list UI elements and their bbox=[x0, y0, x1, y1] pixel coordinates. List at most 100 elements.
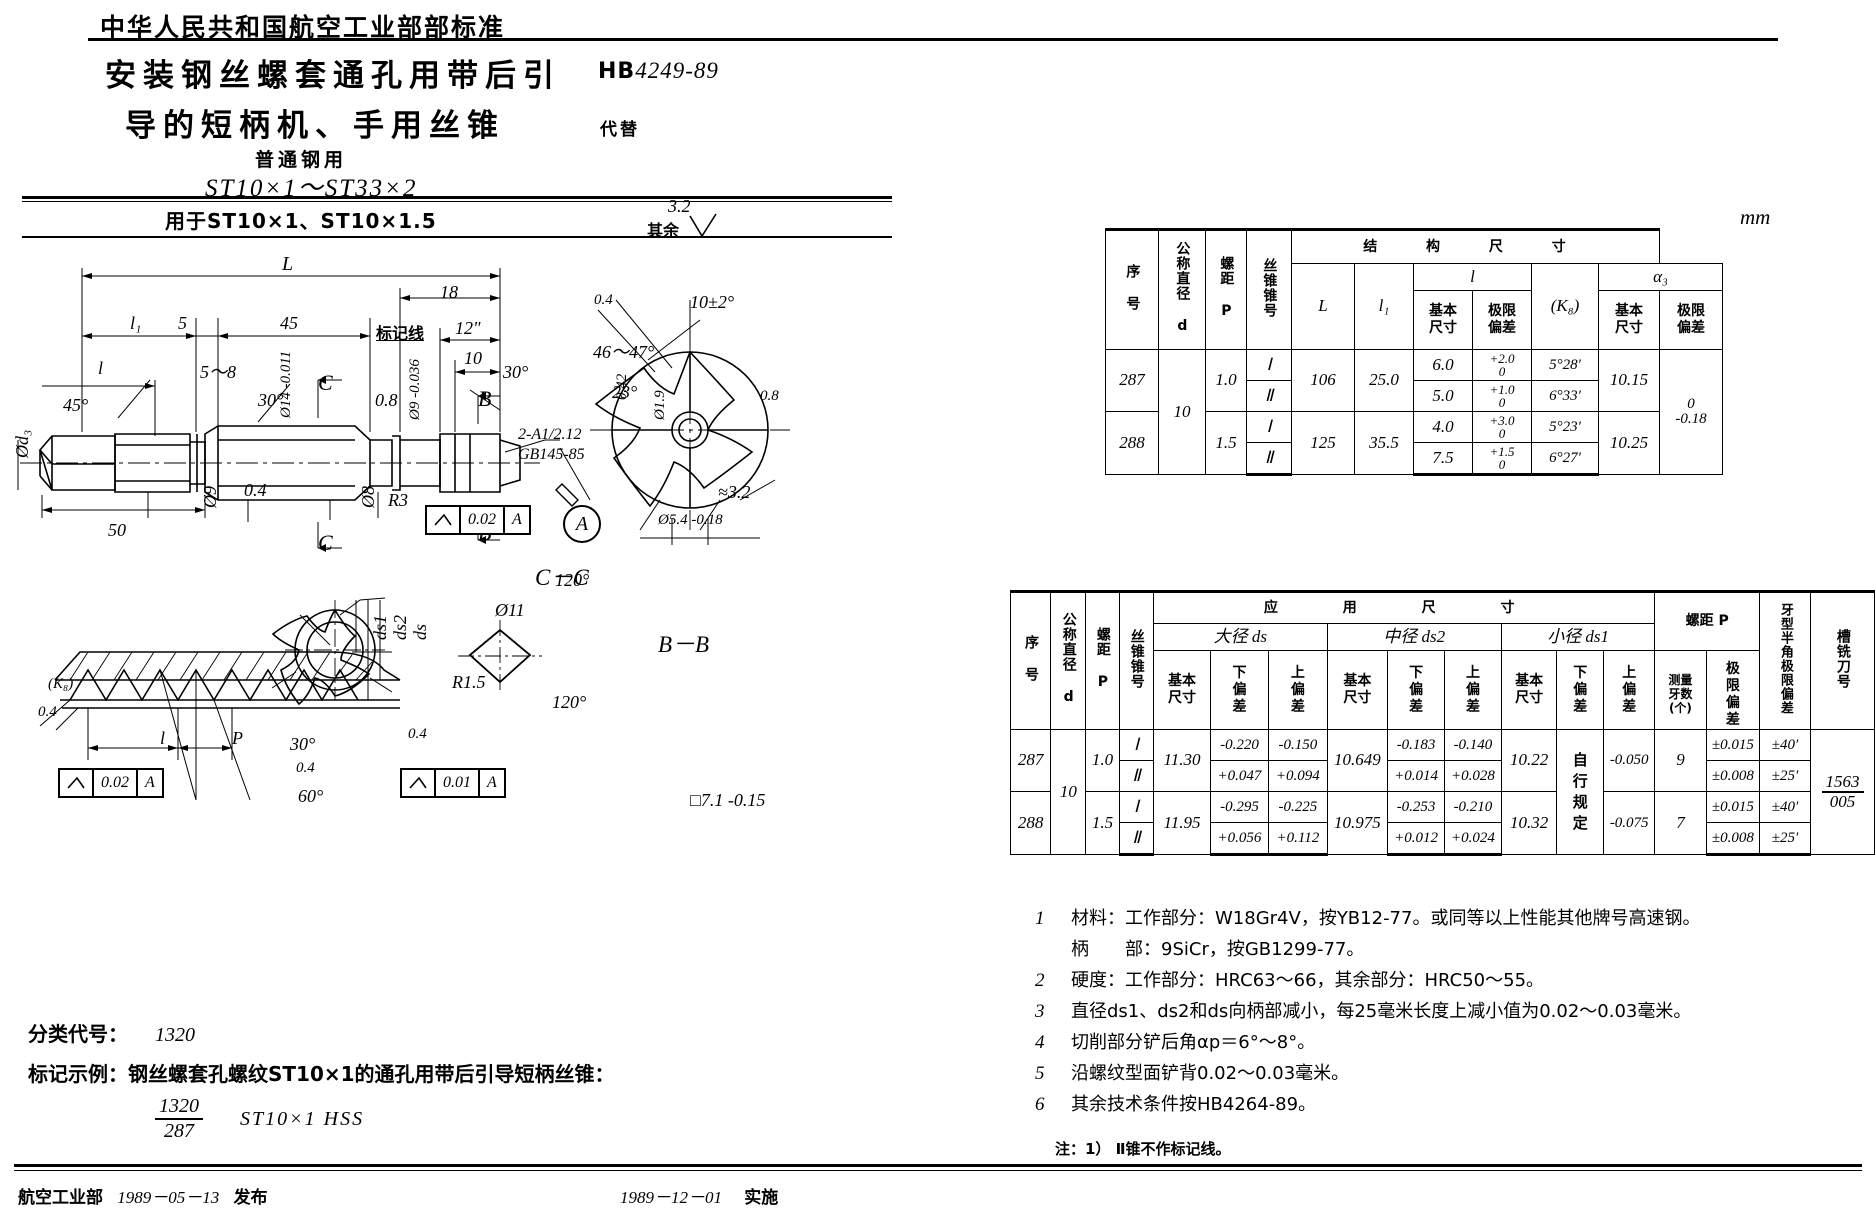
t1-r0-tap2: Ⅱ bbox=[1264, 385, 1274, 405]
thread-l: l bbox=[160, 728, 166, 748]
t2-ds1-lower: 自行规定 bbox=[1572, 751, 1588, 833]
detailA-dia-19: Ø1.9 bbox=[652, 390, 668, 420]
t1-r0-L1: 25.0 bbox=[1369, 370, 1399, 390]
section-CC-dia11: Ø11 bbox=[495, 600, 525, 620]
t1-h-dia: 公称直径 d bbox=[1174, 240, 1191, 335]
marking-example-text: 钢丝螺套孔螺纹ST10×1的通孔用带后引导短柄丝锥： bbox=[128, 1062, 615, 1086]
dim-10: 10 bbox=[464, 348, 482, 368]
header-rule-2b bbox=[22, 201, 892, 202]
note-text: 沿螺纹型面铲背0.02～0.03毫米。 bbox=[1071, 1063, 1350, 1084]
t1-h-L1: l₁ bbox=[1378, 296, 1390, 316]
radius-R3: R3 bbox=[388, 490, 408, 510]
note-item: 柄 部：9SiCr，按GB1299-77。 bbox=[1035, 934, 1700, 965]
t1-h-a3-limit: 极限偏差 bbox=[1677, 302, 1705, 337]
note-text: 直径ds1、ds2和ds向柄部减小，每25毫米长度上减小值为0.02～0.03毫… bbox=[1071, 1001, 1692, 1022]
thread-angle-30: 30° bbox=[290, 734, 316, 754]
t2-r0-dsl1: -0.220 bbox=[1220, 736, 1259, 753]
standard-number-prefix: HB bbox=[598, 59, 636, 84]
section-BB-title: B－B bbox=[658, 632, 710, 657]
note-text: 柄 部：9SiCr，按GB1299-77。 bbox=[1071, 939, 1365, 960]
dia-9: Ø9 bbox=[200, 486, 220, 508]
t1-r1-k2: 6°27′ bbox=[1549, 449, 1581, 466]
footer-rule-2 bbox=[14, 1170, 1862, 1171]
dim-l-small: l bbox=[98, 358, 104, 378]
t2-r1-pl1: ±0.015 bbox=[1711, 798, 1754, 815]
t1-r1-seq: 288 bbox=[1119, 432, 1145, 452]
t2-r0-ds1u: -0.050 bbox=[1609, 752, 1649, 769]
t2-h-ds-upper: 上偏差 bbox=[1290, 664, 1305, 715]
main-drawing-canvas bbox=[0, 200, 1000, 1000]
surface-finish-value: 3.2 bbox=[668, 196, 691, 216]
square-drive-note-line: GB145-85 bbox=[518, 446, 585, 463]
standard-number: HB4249-89 bbox=[598, 58, 719, 84]
section-mark-B-top: B bbox=[478, 386, 492, 411]
note-text: 材料：工作部分：W18Gr4V，按YB12-77。或同等以上性能其他牌号高速钢。 bbox=[1071, 908, 1701, 929]
thread-ra-04-mid: 0.4 bbox=[296, 760, 315, 776]
t2-r0-ds2b: 10.649 bbox=[1333, 750, 1381, 770]
classification-code-label: 分类代号： bbox=[28, 1022, 128, 1046]
t2-r0-ds2l1: -0.183 bbox=[1396, 736, 1436, 753]
surface-finish-note: 其余 bbox=[647, 221, 680, 240]
footer-issue-date: 1989－05－13 bbox=[117, 1188, 220, 1207]
dia-d3: Ød₃ bbox=[12, 429, 32, 458]
t2-r0-ds2u2: +0.028 bbox=[1451, 767, 1495, 784]
replaces-label: 代替 bbox=[600, 120, 640, 140]
fcf-thread-002: 0.02 A bbox=[58, 768, 164, 798]
t1-r0-k2: 6°33′ bbox=[1549, 387, 1581, 404]
t1-h-l-basic: 基本尺寸 bbox=[1429, 302, 1457, 337]
section-CC-r15: R1.5 bbox=[452, 672, 486, 692]
marking-example-label: 标记示例： bbox=[28, 1062, 128, 1086]
footer-left: 航空工业部 1989－05－13 发布 bbox=[18, 1183, 268, 1208]
t1-h-a3-basic: 基本尺寸 bbox=[1615, 302, 1643, 337]
note-number: 1 bbox=[1035, 908, 1045, 929]
dim-l1: l₁ bbox=[130, 313, 142, 333]
fcf-datum: A bbox=[487, 774, 497, 791]
square-drive-note-line: 2-A1/2.12 bbox=[518, 426, 582, 443]
t1-r0-tap1: Ⅰ bbox=[1266, 354, 1272, 374]
t2-r1-pl2: ±0.008 bbox=[1711, 829, 1754, 846]
applies-to: 用于ST10×1、ST10×1.5 bbox=[165, 209, 437, 233]
fcf-datum: A bbox=[512, 511, 522, 528]
header-top-rule bbox=[88, 38, 1778, 41]
t1-r1-a3b: 10.25 bbox=[1609, 432, 1649, 452]
roughness-08-main: 0.8 bbox=[375, 390, 398, 410]
fcf-value: 0.02 bbox=[94, 770, 138, 796]
header-rule-3 bbox=[22, 236, 892, 238]
t1-r0-seq: 287 bbox=[1119, 370, 1145, 390]
t1-r0-p: 1.0 bbox=[1215, 370, 1237, 390]
t2-r0-tap1: Ⅰ bbox=[1133, 734, 1139, 754]
t2-h-cutter: 槽铣刀号 bbox=[1834, 628, 1851, 689]
t2-h-ds1-upper: 上偏差 bbox=[1622, 664, 1637, 715]
t2-r1-ds2l1: -0.253 bbox=[1396, 798, 1436, 815]
table-row: 287 10 1.0 Ⅰ 11.30 -0.220 -0.150 10.649 … bbox=[1009, 729, 1875, 856]
t2-r0-ds2l2: +0.014 bbox=[1394, 767, 1438, 784]
detailA-angle-46-47: 46～47° bbox=[593, 342, 655, 362]
footer-issue-word: 发布 bbox=[233, 1188, 268, 1208]
roughness-04-main: 0.4 bbox=[244, 480, 267, 500]
thread-ra-04-left: 0.4 bbox=[38, 704, 57, 720]
t2-r1-tap2: Ⅱ bbox=[1132, 827, 1141, 847]
t2-r1-dsl2: +0.056 bbox=[1217, 829, 1262, 846]
dim-45: 45 bbox=[280, 313, 298, 333]
note-number bbox=[1035, 934, 1071, 965]
dim-L: L bbox=[282, 253, 294, 275]
thread-angle-60: 60° bbox=[298, 786, 324, 806]
marking-denominator: 287 bbox=[164, 1120, 194, 1142]
t2-h-ds1-lower: 下偏差 bbox=[1573, 664, 1588, 715]
t2-h-dia: 公称直径 d bbox=[1060, 611, 1077, 706]
t2-r0-pl1: ±0.015 bbox=[1711, 736, 1754, 753]
t1-r1-L: 125 bbox=[1310, 432, 1336, 452]
detail-callout-A-label: A bbox=[575, 512, 589, 535]
footnote: 注：1） Ⅱ锥不作标记线。 bbox=[1055, 1140, 1231, 1158]
t1-h-l-limit: 极限偏差 bbox=[1488, 302, 1516, 337]
note-text: 其余技术条件按HB4264-89。 bbox=[1071, 1094, 1317, 1115]
t2-r1-seq: 288 bbox=[1017, 812, 1044, 832]
t2-h-limitdev: 极限偏差 bbox=[1725, 661, 1740, 729]
t2-r0-tap2: Ⅱ bbox=[1132, 765, 1141, 785]
t2-r1-ds2u1: -0.210 bbox=[1453, 798, 1493, 815]
